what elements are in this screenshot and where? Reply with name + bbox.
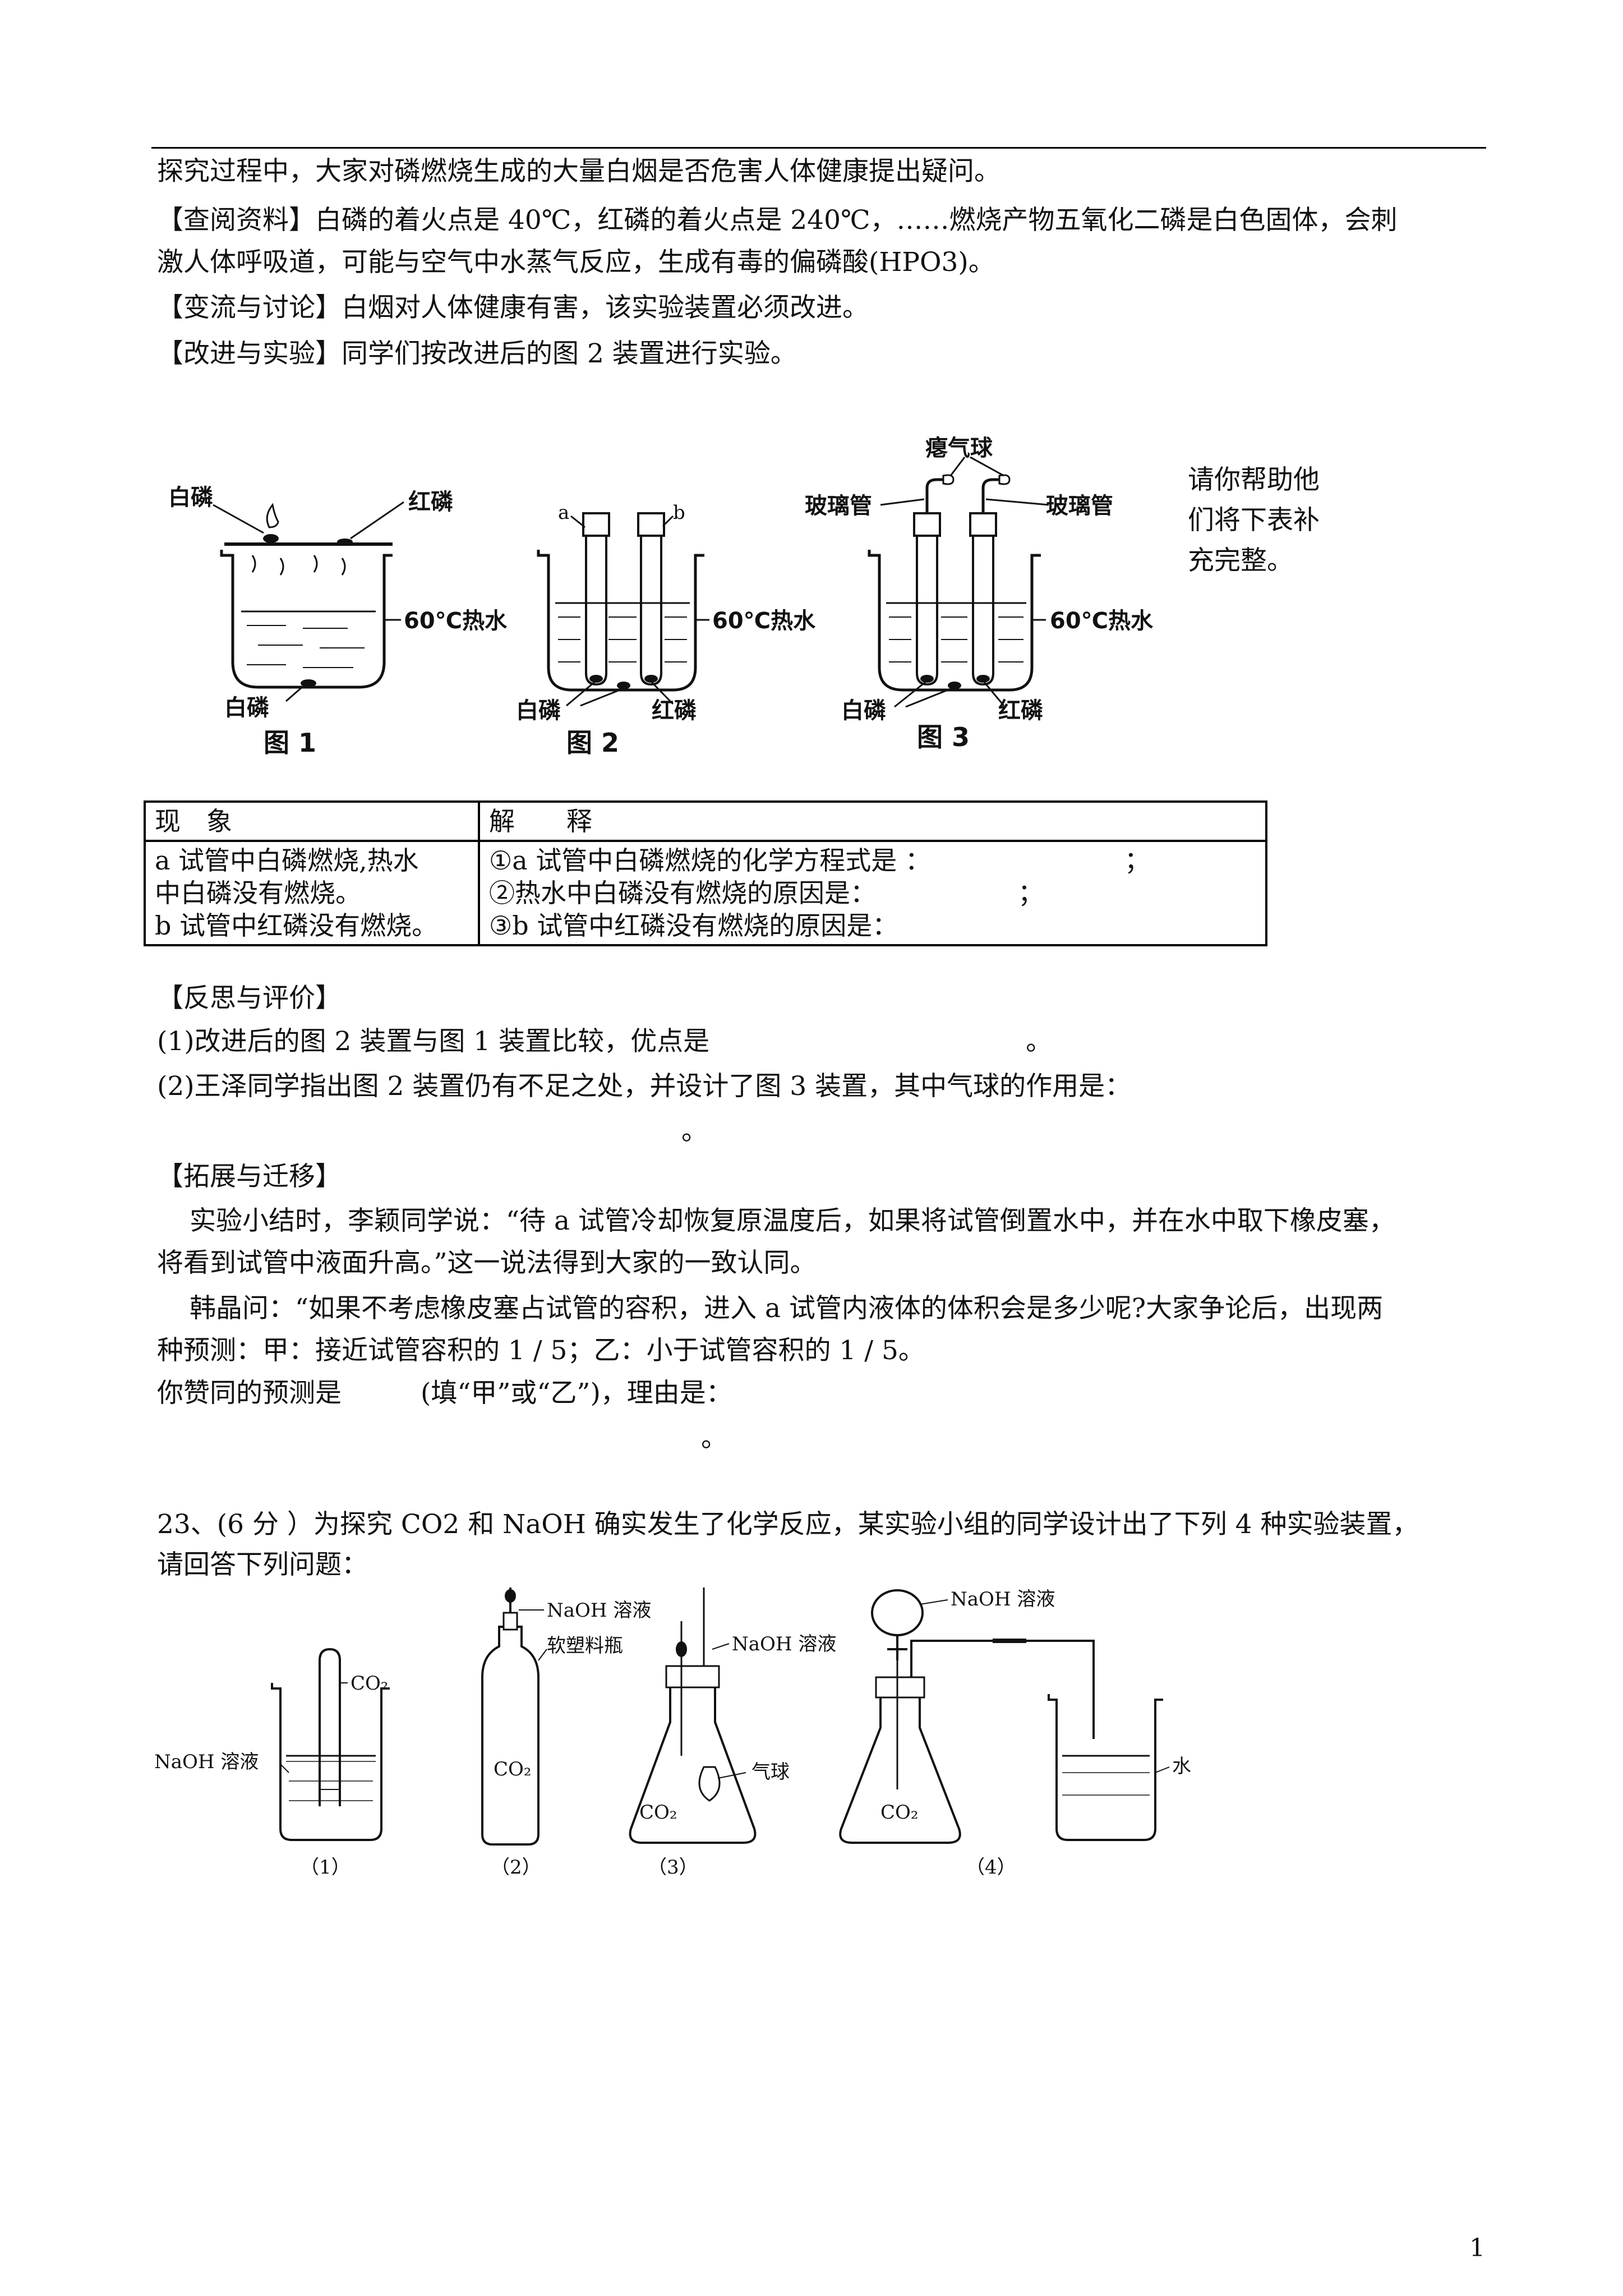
extend-para-2-line-1: 韩晶问：“如果不考虑橡皮塞占试管的容积，进入 a 试管内液体的体积会是多少呢?大… bbox=[190, 1293, 1384, 1324]
app4-caption: （4） bbox=[966, 1856, 1016, 1879]
figure-1: 白磷 红磷 60℃热水 白磷 图 1 bbox=[157, 477, 508, 769]
extend-para-1-line-1: 实验小结时，李颖同学说：“待 a 试管冷却恢复原温度后，如果将试管倒置水中，并在… bbox=[190, 1205, 1395, 1236]
app1-caption: （1） bbox=[300, 1856, 351, 1879]
app4-water-label: 水 bbox=[1172, 1755, 1191, 1778]
app3-naoh-label: NaOH 溶液 bbox=[732, 1633, 836, 1655]
apparatus-figure: CO₂ NaOH 溶液 （1） NaOH 溶液 软塑料瓶 CO₂ （2） NaO… bbox=[151, 1588, 1206, 1879]
improve-text: 【改进与实验】同学们按改进后的图 2 装置进行实验。 bbox=[157, 338, 797, 369]
fig1-red-p-label: 红磷 bbox=[408, 489, 453, 515]
page-number: 1 bbox=[1469, 2234, 1485, 2262]
reflect-title: 【反思与评价】 bbox=[157, 983, 342, 1014]
fig3-glass-tube-right-label: 玻璃管 bbox=[1046, 493, 1113, 519]
fig1-hot-water-label: 60℃热水 bbox=[404, 608, 508, 634]
side-note: 请你帮助他们将下表补充完整。 bbox=[1188, 464, 1320, 576]
header-phenomenon: 现 象 bbox=[144, 800, 480, 842]
table-row: a 试管中白磷燃烧,热水 中白磷没有燃烧。 b 试管中红磷没有燃烧。 ①a 试管… bbox=[144, 840, 1267, 946]
app1-naoh-label: NaOH 溶液 bbox=[154, 1751, 259, 1773]
fig1-caption: 图 1 bbox=[264, 728, 316, 758]
fig2-label-b: b bbox=[673, 501, 685, 524]
app1-co2-label: CO₂ bbox=[351, 1672, 389, 1695]
intro-text: 探究过程中，大家对磷燃烧生成的大量白烟是否危害人体健康提出疑问。 bbox=[157, 156, 1000, 187]
results-table: 现 象 解 释 a 试管中白磷燃烧,热水 中白磷没有燃烧。 b 试管中红磷没有燃… bbox=[144, 800, 1267, 946]
app3-co2-label: CO₂ bbox=[639, 1801, 677, 1824]
explanation-line-1: ①a 试管中白磷燃烧的化学方程式是 ： ； bbox=[489, 845, 1150, 876]
discuss-text: 【变流与讨论】白烟对人体健康有害，该实验装置必须改进。 bbox=[157, 292, 869, 323]
reflect-item-2-end: 。 bbox=[681, 1116, 708, 1147]
header-rule bbox=[151, 147, 1486, 149]
app4-co2-label: CO₂ bbox=[880, 1801, 919, 1824]
explanation-line-3: ③b 试管中红磷没有燃烧的原因是： bbox=[489, 910, 898, 941]
phenomenon-cell: a 试管中白磷燃烧,热水 中白磷没有燃烧。 b 试管中红磷没有燃烧。 bbox=[144, 840, 480, 946]
figure-3: 瘪气球 玻璃管 玻璃管 60℃热水 白磷 红磷 图 3 bbox=[796, 432, 1155, 763]
extend-para-2-line-2: 种预测：甲：接近试管容积的 1 / 5；乙：小于试管容积的 1 / 5。 bbox=[157, 1335, 925, 1366]
explanation-line-2: ②热水中白磷没有燃烧的原因是： ； bbox=[489, 878, 1044, 908]
fig1-white-p-label: 白磷 bbox=[168, 485, 213, 510]
fig3-red-p-label: 红磷 bbox=[998, 698, 1043, 724]
fig2-hot-water-label: 60℃热水 bbox=[712, 608, 816, 634]
reflect-item-1: (1)改进后的图 2 装置与图 1 装置比较，优点是 。 bbox=[157, 1026, 1053, 1057]
lookup-line-1: 【查阅资料】白磷的着火点是 40℃，红磷的着火点是 240℃，……燃烧产物五氧化… bbox=[157, 205, 1398, 236]
phenomenon-line-3: b 试管中红磷没有燃烧。 bbox=[155, 910, 438, 941]
fig2-label-a: a bbox=[558, 501, 569, 524]
fig3-hot-water-label: 60℃热水 bbox=[1050, 608, 1154, 634]
table-header-row: 现 象 解 释 bbox=[144, 800, 1267, 842]
extend-title: 【拓展与迁移】 bbox=[157, 1161, 342, 1192]
app3-balloon-label: 气球 bbox=[751, 1761, 790, 1783]
fig2-red-p-label: 红磷 bbox=[652, 698, 697, 724]
fig1-white-p-bottom-label: 白磷 bbox=[224, 695, 269, 721]
extend-end: 。 bbox=[701, 1423, 727, 1453]
app2-bottle-label: 软塑料瓶 bbox=[547, 1635, 623, 1657]
app3-caption: （3） bbox=[648, 1856, 698, 1879]
app4-naoh-label: NaOH 溶液 bbox=[951, 1588, 1055, 1611]
question-23-line-1: 23、(6 分 ）为探究 CO2 和 NaOH 确实发生了化学反应，某实验小组的… bbox=[157, 1509, 1419, 1540]
fig3-balloon-label: 瘪气球 bbox=[925, 435, 993, 461]
app2-caption: （2） bbox=[491, 1856, 541, 1879]
phenomenon-line-2: 中白磷没有燃烧。 bbox=[155, 878, 361, 908]
explanation-cell: ①a 试管中白磷燃烧的化学方程式是 ： ； ②热水中白磷没有燃烧的原因是： ； … bbox=[478, 840, 1267, 946]
fig3-white-p-label: 白磷 bbox=[841, 698, 886, 724]
reflect-item-2: (2)王泽同学指出图 2 装置仍有不足之处，并设计了图 3 装置，其中气球的作用… bbox=[157, 1071, 1132, 1102]
fig2-white-p-label: 白磷 bbox=[516, 698, 561, 724]
phenomenon-line-1: a 试管中白磷燃烧,热水 bbox=[155, 845, 419, 876]
figure-2: a b 60℃热水 白磷 红磷 图 2 bbox=[505, 477, 819, 769]
header-explanation: 解 释 bbox=[478, 800, 1267, 842]
fig3-caption: 图 3 bbox=[917, 722, 970, 752]
extend-question: 你赞同的预测是 (填“甲”或“乙”)，理由是： bbox=[157, 1378, 732, 1409]
extend-para-1-line-2: 将看到试管中液面升高。”这一说法得到大家的一致认同。 bbox=[157, 1248, 817, 1278]
fig2-caption: 图 2 bbox=[566, 728, 619, 758]
app2-co2-label: CO₂ bbox=[494, 1758, 532, 1780]
lookup-line-2: 激人体呼吸道，可能与空气中水蒸气反应，生成有毒的偏磷酸(HPO3)。 bbox=[157, 247, 995, 278]
fig3-glass-tube-left-label: 玻璃管 bbox=[805, 493, 872, 519]
question-23-line-2: 请回答下列问题： bbox=[157, 1549, 368, 1580]
app2-naoh-label: NaOH 溶液 bbox=[547, 1599, 651, 1622]
